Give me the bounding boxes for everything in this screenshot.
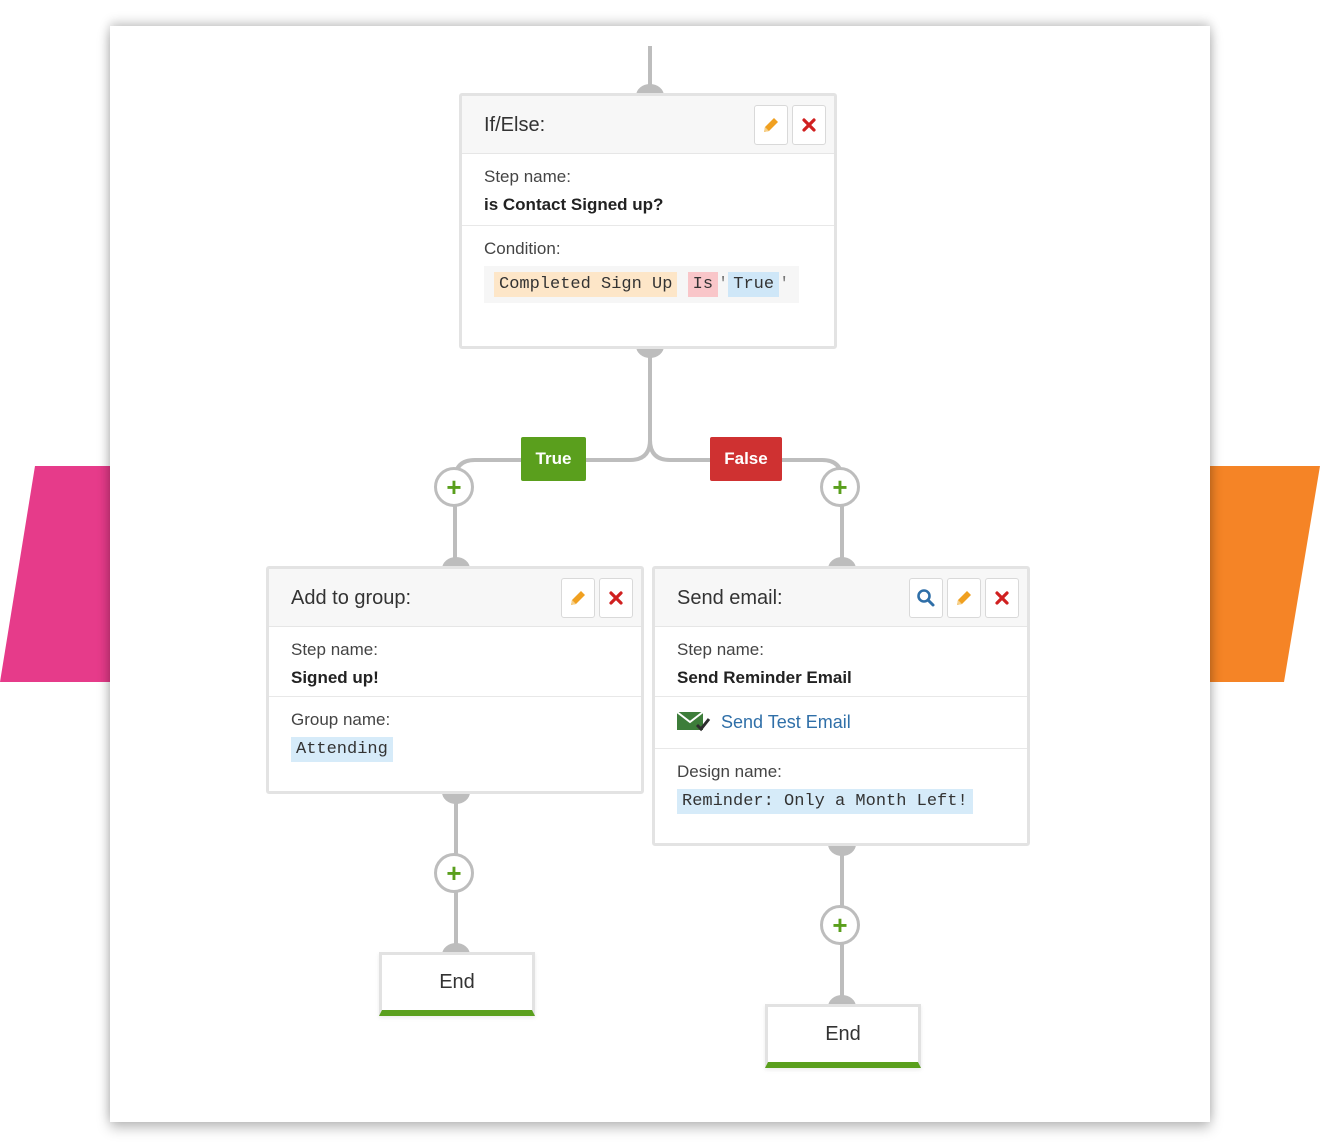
node-header: If/Else: bbox=[462, 96, 834, 154]
condition-label: Condition: bbox=[484, 239, 561, 258]
delete-button[interactable] bbox=[985, 578, 1019, 618]
add-step-button[interactable]: + bbox=[434, 853, 474, 893]
add-step-button[interactable]: + bbox=[434, 467, 474, 507]
quote-open: ' bbox=[718, 275, 729, 294]
step-name-label: Step name: bbox=[484, 167, 571, 186]
if-else-node: If/Else: Step name: is Contact Signed up… bbox=[459, 93, 837, 349]
condition-expression: Completed Sign Up Is'True' bbox=[484, 266, 800, 303]
condition-operator: Is bbox=[687, 272, 719, 297]
add-to-group-node: Add to group: Step name: Signed up! Grou… bbox=[266, 566, 644, 794]
step-name-value: is Contact Signed up? bbox=[484, 195, 664, 214]
close-icon bbox=[802, 118, 816, 132]
false-branch-label: False bbox=[710, 437, 782, 481]
pencil-icon bbox=[571, 591, 585, 605]
edit-button[interactable] bbox=[561, 578, 595, 618]
design-name-value: Reminder: Only a Month Left! bbox=[677, 789, 973, 814]
design-name-label: Design name: bbox=[677, 762, 782, 781]
group-name-label: Group name: bbox=[291, 710, 391, 729]
step-name-value: Send Reminder Email bbox=[677, 668, 852, 687]
add-step-button[interactable]: + bbox=[820, 905, 860, 945]
condition-value: True bbox=[728, 272, 780, 297]
condition-field: Completed Sign Up bbox=[494, 272, 678, 297]
node-title: Add to group: bbox=[291, 587, 412, 609]
close-icon bbox=[995, 591, 1009, 605]
send-test-email-label: Send Test Email bbox=[721, 711, 851, 732]
node-title: Send email: bbox=[677, 587, 783, 609]
end-node: End bbox=[379, 952, 535, 1016]
node-title: If/Else: bbox=[484, 114, 546, 136]
true-branch-label: True bbox=[521, 437, 586, 481]
node-header: Add to group: bbox=[269, 569, 641, 627]
group-name-value: Attending bbox=[291, 737, 393, 762]
step-name-value: Signed up! bbox=[291, 668, 379, 687]
edit-button[interactable] bbox=[947, 578, 981, 618]
send-email-node: Send email: Step name: Se bbox=[652, 566, 1030, 846]
step-name-label: Step name: bbox=[291, 640, 378, 659]
step-name-label: Step name: bbox=[677, 640, 764, 659]
node-header: Send email: bbox=[655, 569, 1027, 627]
delete-button[interactable] bbox=[599, 578, 633, 618]
end-node: End bbox=[765, 1004, 921, 1068]
send-test-email-link[interactable]: Send Test Email bbox=[677, 710, 1005, 734]
close-icon bbox=[609, 591, 623, 605]
pencil-icon bbox=[957, 591, 971, 605]
delete-button[interactable] bbox=[792, 105, 826, 145]
add-step-button[interactable]: + bbox=[820, 467, 860, 507]
pencil-icon bbox=[764, 118, 778, 132]
edit-button[interactable] bbox=[754, 105, 788, 145]
email-check-icon bbox=[677, 711, 711, 732]
search-icon bbox=[917, 589, 935, 607]
preview-button[interactable] bbox=[909, 578, 943, 618]
quote-close: ' bbox=[779, 275, 790, 294]
